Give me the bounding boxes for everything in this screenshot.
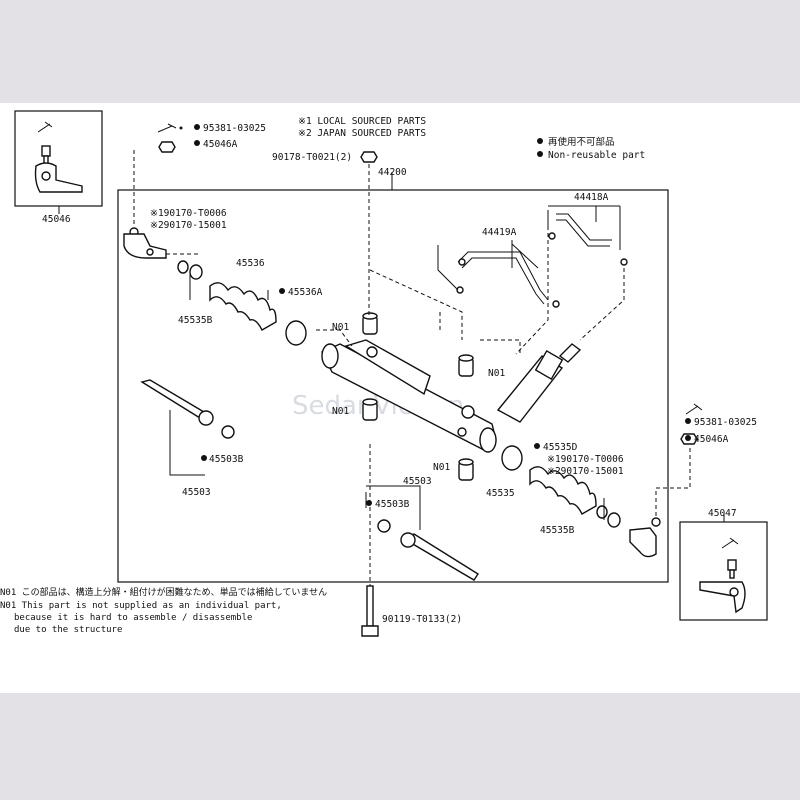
marker-45535D: [534, 443, 540, 449]
marker-45046A-right: [685, 435, 691, 441]
label-45046A-right: 45046A: [694, 434, 729, 445]
label-45536: 45536: [236, 258, 265, 269]
nut-90178: [360, 151, 378, 318]
tie-rod-end-left: [123, 227, 203, 280]
tie-rod-end-left-inset: [34, 121, 83, 193]
source-note-local: ※1 LOCAL SOURCED PARTS: [298, 116, 426, 127]
footnote-line-4: due to the structure: [14, 625, 122, 635]
label-44200: 44200: [378, 167, 407, 178]
label-290170-right: ※290170-15001: [547, 466, 624, 477]
legend-non-reusable-en: Non-reusable part: [548, 150, 645, 161]
marker-95381-right: [685, 418, 691, 424]
marker-45503B-left: [201, 455, 207, 461]
pressure-tubes: [437, 205, 628, 355]
tie-rod-end-right: [629, 448, 691, 558]
bushing-n01-d: [458, 458, 474, 481]
marker-45046A-left: [194, 140, 200, 146]
label-45503B-left: 45503B: [209, 454, 244, 465]
tie-rod-end-right-inset: [699, 537, 746, 614]
label-44418A: 44418A: [574, 192, 609, 203]
boot-45535: [501, 445, 621, 528]
tie-rod-right: [365, 485, 479, 581]
inset-box-45047: [679, 521, 768, 621]
label-n01-c: N01: [332, 406, 349, 417]
bushing-n01-c: [362, 398, 378, 421]
footnote-line-1: N01 この部品は、構造上分解・組付けが困難なため、単品では補給していません: [0, 586, 327, 598]
legend-dot-jp: [537, 138, 543, 144]
label-45535: 45535: [486, 488, 515, 499]
label-95381-right: 95381-03025: [694, 417, 757, 428]
bushing-n01-a: [362, 312, 378, 335]
label-90178: 90178-T0021(2): [272, 152, 352, 163]
bushing-n01-b: [458, 354, 474, 377]
label-190170-left: ※190170-T0006: [150, 208, 227, 219]
leader-dash-2: [480, 339, 521, 356]
label-45535D: 45535D: [543, 442, 578, 453]
marker-45503B-right: [366, 500, 372, 506]
marker-45536A: [279, 288, 285, 294]
boot-45536: [209, 282, 307, 346]
label-44419A: 44419A: [482, 227, 517, 238]
label-290170-left: ※290170-15001: [150, 220, 227, 231]
label-95381-left: 95381-03025: [203, 123, 266, 134]
legend-dot-en: [537, 151, 543, 157]
label-n01-b: N01: [488, 368, 505, 379]
assembly-frame: [117, 189, 669, 583]
label-90119: 90119-T0133(2): [382, 614, 462, 625]
label-45046A-left: 45046A: [203, 139, 238, 150]
label-45536A: 45536A: [288, 287, 323, 298]
label-45535B-left: 45535B: [178, 315, 213, 326]
tie-rod-left: [140, 379, 235, 476]
label-45503-left: 45503: [182, 487, 211, 498]
pinion-valve: [496, 343, 582, 423]
label-n01-a: N01: [332, 322, 349, 333]
label-190170-right: ※190170-T0006: [547, 454, 624, 465]
leader-dash-1: [369, 269, 463, 340]
label-45503B-right: 45503B: [375, 499, 410, 510]
marker-95381-left: [194, 124, 200, 130]
source-note-japan: ※2 JAPAN SOURCED PARTS: [298, 128, 426, 139]
label-45503-right: 45503: [403, 476, 432, 487]
legend-non-reusable-jp: 再使用不可部品: [548, 136, 615, 148]
bolt-90119: [361, 444, 379, 637]
cotter-pin-left: [133, 123, 183, 226]
footnote-line-3: because it is hard to assemble / disasse…: [14, 613, 252, 623]
leader-dash-3: [316, 329, 353, 347]
label-n01-d: N01: [433, 462, 450, 473]
label-45535B-right: 45535B: [540, 525, 575, 536]
footnote-line-2: N01 This part is not supplied as an indi…: [0, 601, 282, 611]
label-45046: 45046: [42, 214, 71, 225]
label-45047: 45047: [708, 508, 737, 519]
rack-housing: [321, 339, 497, 453]
